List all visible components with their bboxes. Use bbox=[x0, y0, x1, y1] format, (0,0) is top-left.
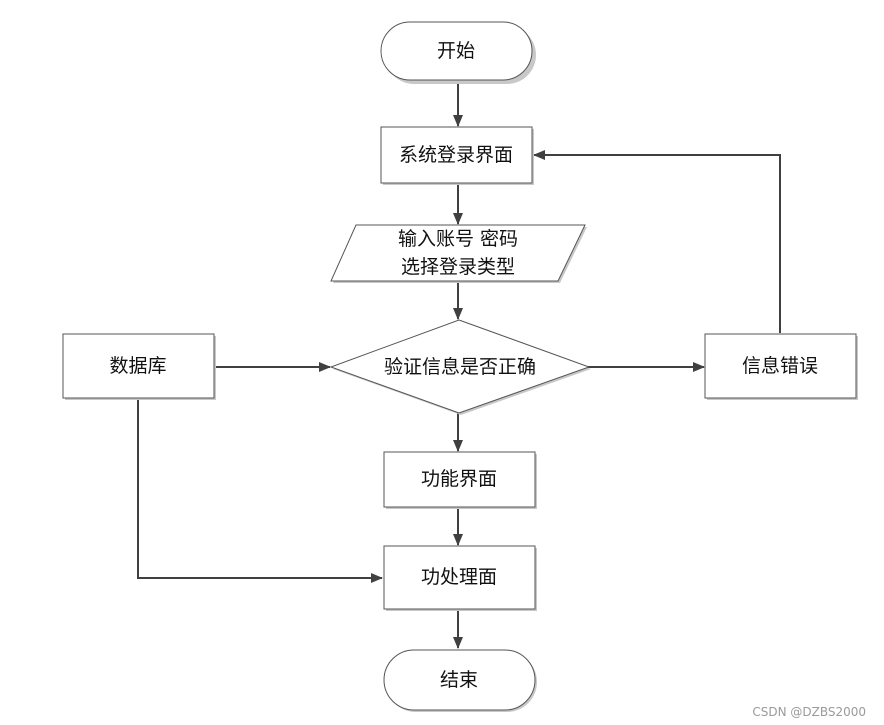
login-page-label: 系统登录界面 bbox=[399, 144, 513, 166]
info-error-box bbox=[704, 333, 857, 399]
process-page-box bbox=[383, 545, 536, 610]
end-terminal bbox=[383, 649, 536, 711]
function-page-label: 功能界面 bbox=[421, 468, 497, 490]
end-label: 结束 bbox=[440, 669, 478, 691]
labels: 开始 系统登录界面 输入账号 密码 选择登录类型 验证信息是否正确 数据库 信息… bbox=[109, 40, 818, 691]
login-page-box bbox=[380, 126, 533, 184]
arrow-error-to-login bbox=[533, 150, 781, 333]
input-parallelogram bbox=[330, 224, 586, 282]
verify-label: 验证信息是否正确 bbox=[384, 356, 536, 378]
info-error-label: 信息错误 bbox=[742, 355, 818, 377]
input-label-line2: 选择登录类型 bbox=[401, 256, 515, 278]
database-box bbox=[62, 333, 215, 399]
shapes bbox=[62, 21, 858, 712]
arrow-database-to-process bbox=[137, 398, 383, 583]
input-label-line1: 输入账号 密码 bbox=[398, 228, 518, 250]
connectors bbox=[137, 82, 781, 649]
verify-decision bbox=[329, 319, 591, 414]
process-page-label: 功处理面 bbox=[421, 566, 497, 588]
database-label: 数据库 bbox=[109, 355, 166, 377]
function-page-box bbox=[383, 451, 536, 508]
start-terminal bbox=[380, 21, 533, 81]
start-label: 开始 bbox=[437, 40, 475, 62]
watermark: CSDN @DZBS2000 bbox=[752, 705, 866, 719]
